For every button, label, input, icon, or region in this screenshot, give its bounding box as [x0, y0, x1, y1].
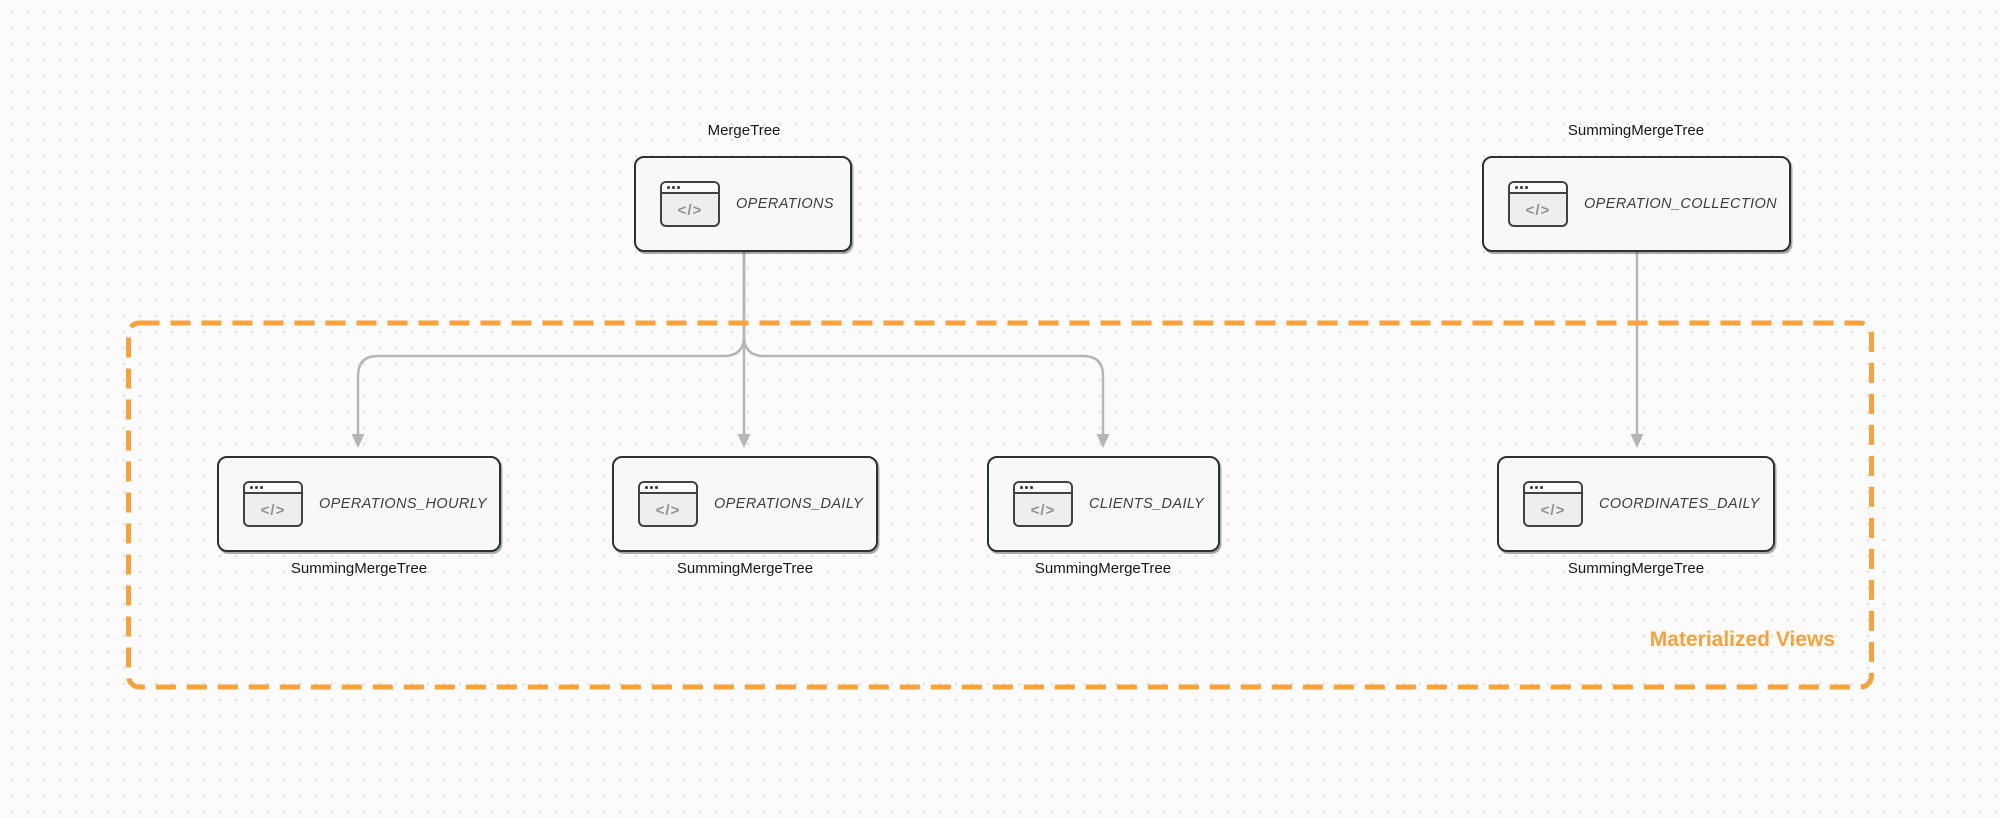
- engine-label-operation-collection: SummingMergeTree: [1567, 122, 1705, 139]
- window-dots-icon: [1525, 483, 1581, 494]
- code-glyph-icon: </>: [677, 202, 703, 219]
- node-operations: </> OPERATIONS: [634, 156, 852, 252]
- node-title: OPERATIONS_HOURLY: [319, 496, 487, 512]
- code-glyph-icon: </>: [1525, 202, 1551, 219]
- node-title: CLIENTS_DAILY: [1089, 496, 1205, 512]
- arrowhead: [1096, 434, 1110, 448]
- node-title: OPERATIONS: [736, 196, 834, 212]
- arrowhead: [1630, 434, 1644, 448]
- materialized-views-label: Materialized Views: [1649, 628, 1835, 651]
- code-window-icon: </>: [1523, 481, 1583, 527]
- window-dots-icon: [640, 483, 696, 494]
- window-dots-icon: [1510, 183, 1566, 194]
- node-operation-collection: </> OPERATION_COLLECTION: [1482, 156, 1791, 252]
- arrowhead: [351, 434, 365, 448]
- engine-label-operations-hourly: SummingMergeTree: [290, 560, 428, 577]
- node-operations-daily: </> OPERATIONS_DAILY: [612, 456, 878, 552]
- node-title: OPERATION_COLLECTION: [1584, 196, 1778, 212]
- node-clients-daily: </> CLIENTS_DAILY: [987, 456, 1220, 552]
- code-window-icon: </>: [660, 181, 720, 227]
- engine-label-operations-daily: SummingMergeTree: [676, 560, 814, 577]
- window-dots-icon: [245, 483, 301, 494]
- engine-label-operations: MergeTree: [707, 122, 781, 139]
- code-window-icon: </>: [1508, 181, 1568, 227]
- node-title: COORDINATES_DAILY: [1599, 496, 1760, 512]
- window-dots-icon: [1015, 483, 1071, 494]
- arrow-operations-to-hourly: [356, 252, 746, 434]
- engine-label-coordinates-daily: SummingMergeTree: [1567, 560, 1705, 577]
- code-window-icon: </>: [1013, 481, 1073, 527]
- window-dots-icon: [662, 183, 718, 194]
- code-glyph-icon: </>: [1030, 502, 1056, 519]
- code-glyph-icon: </>: [655, 502, 681, 519]
- node-coordinates-daily: </> COORDINATES_DAILY: [1497, 456, 1775, 552]
- node-title: OPERATIONS_DAILY: [714, 496, 864, 512]
- arrow-operations-to-clients: [742, 252, 1105, 434]
- engine-label-clients-daily: SummingMergeTree: [1034, 560, 1172, 577]
- arrowhead: [737, 434, 751, 448]
- node-operations-hourly: </> OPERATIONS_HOURLY: [217, 456, 501, 552]
- code-window-icon: </>: [243, 481, 303, 527]
- code-glyph-icon: </>: [260, 502, 286, 519]
- code-glyph-icon: </>: [1540, 502, 1566, 519]
- code-window-icon: </>: [638, 481, 698, 527]
